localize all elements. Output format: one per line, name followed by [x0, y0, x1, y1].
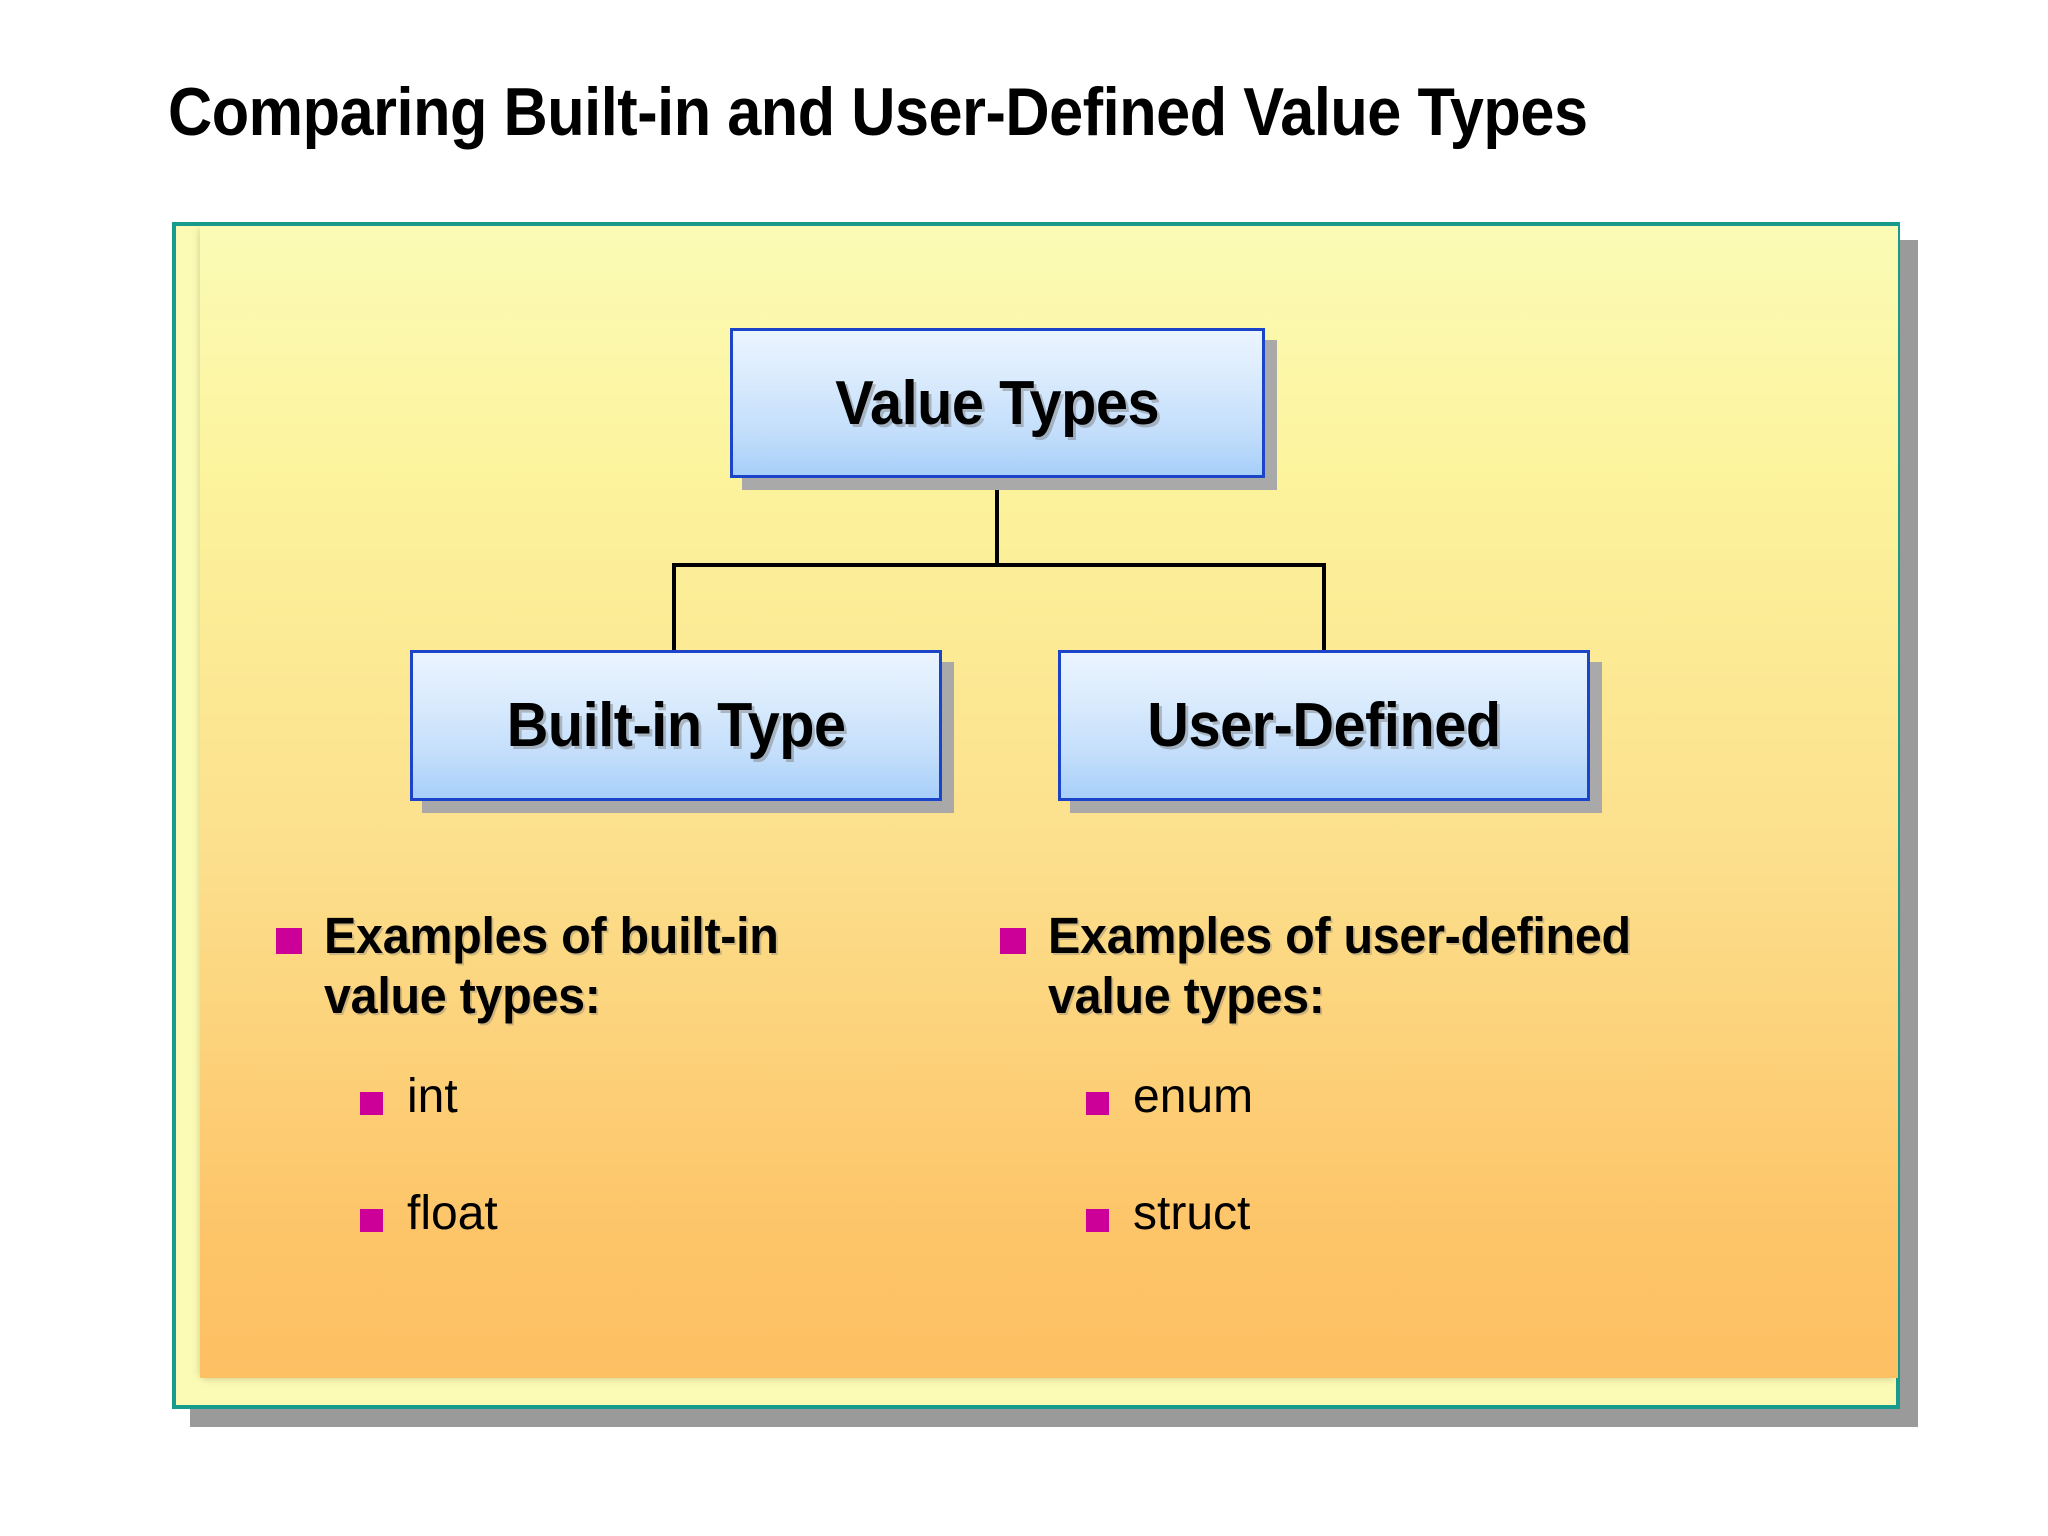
bullet-heading-user-defined-label: Examples of user-defined value types:	[1048, 907, 1631, 1024]
list-item-label: int	[407, 1070, 458, 1124]
list-item-label: enum	[1133, 1070, 1254, 1124]
magenta-square-bullet-icon	[1086, 1092, 1109, 1116]
bullet-column-builtin: Examples of built-in value types: int fl…	[276, 906, 896, 1305]
list-item: struct	[1086, 1187, 1760, 1241]
diagram-box-builtin-type-label: Built-in Type	[506, 691, 846, 760]
sub-list-builtin: int float	[276, 1071, 896, 1241]
magenta-square-bullet-icon	[360, 1092, 383, 1116]
magenta-square-bullet-icon	[1086, 1209, 1109, 1233]
connector-drop-userdefined	[1322, 563, 1326, 653]
sub-list-user-defined: enum struct	[1000, 1071, 1760, 1241]
connector-crossbar	[672, 563, 1326, 567]
list-item-label: float	[407, 1187, 498, 1241]
bullet-heading-user-defined: Examples of user-defined value types:	[1000, 906, 1760, 1025]
list-item-label: struct	[1133, 1187, 1251, 1241]
list-item: float	[360, 1187, 896, 1241]
magenta-square-bullet-icon	[1000, 928, 1026, 954]
bullet-heading-builtin: Examples of built-in value types:	[276, 906, 896, 1025]
bullet-heading-builtin-label: Examples of built-in value types:	[324, 907, 779, 1024]
page-title: Comparing Built-in and User-Defined Valu…	[168, 74, 1588, 150]
diagram-box-value-types[interactable]: Value Types	[730, 328, 1265, 478]
bullet-column-user-defined: Examples of user-defined value types: en…	[1000, 906, 1760, 1305]
diagram-box-user-defined-label: User-Defined	[1147, 691, 1501, 760]
diagram-box-builtin-type[interactable]: Built-in Type	[410, 650, 942, 801]
magenta-square-bullet-icon	[276, 928, 302, 954]
diagram-box-user-defined[interactable]: User-Defined	[1058, 650, 1590, 801]
connector-drop-builtin	[672, 563, 676, 653]
diagram-box-value-types-label: Value Types	[835, 368, 1160, 438]
magenta-square-bullet-icon	[360, 1209, 383, 1233]
connector-stem-root	[995, 477, 999, 567]
list-item: enum	[1086, 1071, 1760, 1124]
list-item: int	[360, 1071, 896, 1124]
